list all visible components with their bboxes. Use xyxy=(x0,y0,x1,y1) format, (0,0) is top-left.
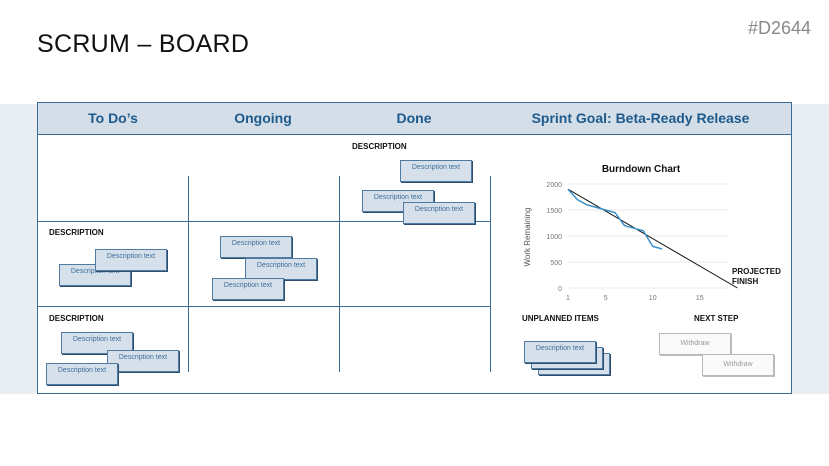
withdraw-card[interactable]: Withdraw xyxy=(659,333,731,355)
column-header-sprint-goal: Sprint Goal: Beta-Ready Release xyxy=(531,110,750,126)
chart-y-axis-label: Work Remaining xyxy=(523,208,532,267)
task-card[interactable]: Description text xyxy=(400,160,472,182)
description-label: DESCRIPTION xyxy=(352,142,407,151)
column-header-todo: To Do’s xyxy=(88,110,138,126)
actual-line xyxy=(567,188,663,250)
column-divider xyxy=(339,176,340,372)
y-tick-label: 1000 xyxy=(546,234,562,241)
column-divider xyxy=(188,176,189,372)
projected-line xyxy=(567,188,738,289)
x-tick-label: 5 xyxy=(604,295,608,302)
y-tick-label: 0 xyxy=(558,286,562,293)
task-card[interactable]: Description text xyxy=(46,363,118,385)
column-divider xyxy=(490,176,491,372)
chart-title: Burndown Chart xyxy=(602,164,681,175)
x-tick-label: 1 xyxy=(566,295,570,302)
task-card[interactable]: Description text xyxy=(212,278,284,300)
y-tick-label: 1500 xyxy=(546,208,562,215)
task-card[interactable]: Description text xyxy=(245,258,317,280)
row-divider xyxy=(38,221,490,222)
column-header-done: Done xyxy=(396,110,432,126)
task-card[interactable]: Description text xyxy=(524,341,596,363)
x-tick-label: 10 xyxy=(649,295,657,302)
task-card[interactable]: Description text xyxy=(61,332,133,354)
column-header-ongoing: Ongoing xyxy=(234,110,292,126)
task-card[interactable]: Description text xyxy=(220,236,292,258)
burndown-chart: Burndown Chart Work Remaining 0500100015… xyxy=(523,164,781,302)
withdraw-card[interactable]: Withdraw xyxy=(702,354,774,376)
x-tick-label: 15 xyxy=(696,295,704,302)
board-header xyxy=(38,103,791,135)
y-tick-label: 500 xyxy=(550,260,562,267)
task-card[interactable]: Description text xyxy=(107,350,179,372)
unplanned-items-label: UNPLANNED ITEMS xyxy=(522,314,599,323)
next-step-label: NEXT STEP xyxy=(694,314,739,323)
slide-code: #D2644 xyxy=(747,18,811,38)
description-label: DESCRIPTION xyxy=(49,228,104,237)
y-tick-label: 2000 xyxy=(546,182,562,189)
description-label: DESCRIPTION xyxy=(49,314,104,323)
task-card[interactable]: Description text xyxy=(95,249,167,271)
row-divider xyxy=(38,306,490,307)
page-title: SCRUM – BOARD xyxy=(37,30,250,58)
task-card[interactable]: Description text xyxy=(403,202,475,224)
